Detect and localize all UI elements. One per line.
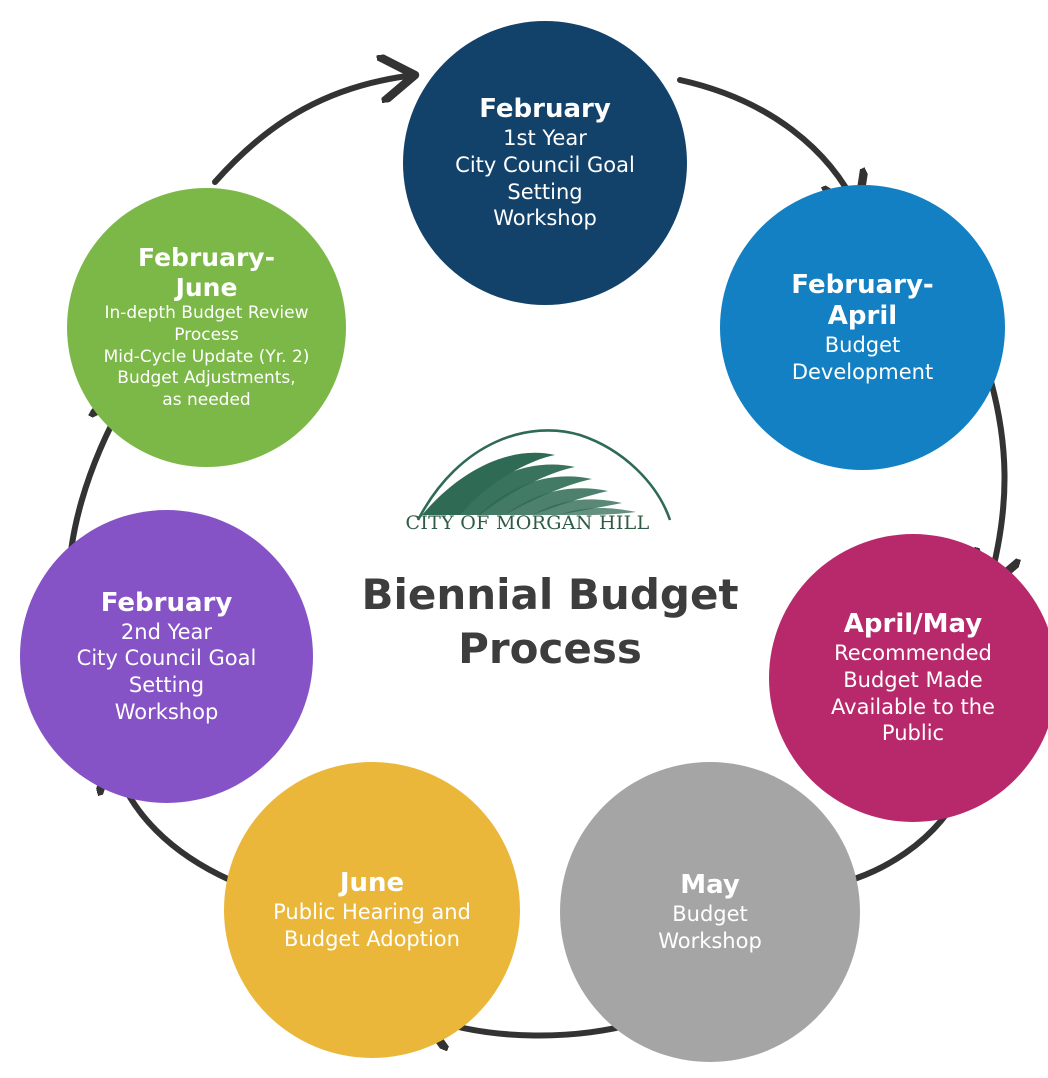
stage-line: Budget Adjustments, bbox=[117, 368, 296, 389]
stage-heading: May bbox=[680, 869, 740, 900]
stage-heading: June bbox=[175, 273, 238, 303]
stage-feb-year2-goal-setting: February 2nd Year City Council Goal Sett… bbox=[20, 510, 313, 803]
diagram-title: Biennial Budget Process bbox=[300, 568, 800, 676]
stage-line: Public Hearing and bbox=[273, 899, 471, 924]
stage-line: Workshop bbox=[114, 699, 219, 724]
stage-heading: February- bbox=[791, 269, 934, 300]
stage-line: Recommended bbox=[834, 641, 992, 666]
stage-line: Setting bbox=[128, 673, 205, 698]
stage-line: Workshop bbox=[658, 928, 762, 953]
stage-line: Budget Adoption bbox=[284, 926, 460, 951]
stage-line: Budget bbox=[672, 901, 748, 926]
arrow-s7-to-s1 bbox=[212, 75, 415, 185]
stage-line: as needed bbox=[162, 390, 251, 411]
stage-feb-year1-goal-setting: February 1st Year City Council Goal Sett… bbox=[403, 21, 687, 305]
stage-budget-workshop: May Budget Workshop bbox=[560, 762, 860, 1062]
organization-name: CITY OF MORGAN HILL bbox=[405, 512, 650, 534]
stage-line: Budget bbox=[824, 333, 901, 358]
stage-line: City Council Goal bbox=[76, 646, 257, 671]
city-logo bbox=[416, 429, 672, 521]
stage-line: Public bbox=[881, 721, 945, 746]
stage-line: In-depth Budget Review bbox=[104, 303, 309, 324]
stage-line: Development bbox=[791, 359, 934, 384]
stage-budget-review: February- June In-depth Budget Review Pr… bbox=[67, 188, 346, 467]
stage-line: Budget Made bbox=[843, 667, 983, 692]
stage-heading: February bbox=[100, 587, 233, 618]
stage-line: City Council Goal bbox=[455, 152, 635, 177]
stage-line: 1st Year bbox=[503, 126, 587, 151]
stage-heading: April bbox=[827, 300, 898, 331]
title-line-1: Biennial Budget bbox=[361, 570, 739, 619]
stage-heading: February bbox=[479, 94, 611, 125]
stage-line: Mid-Cycle Update (Yr. 2) bbox=[103, 346, 310, 367]
stage-line: Process bbox=[174, 324, 239, 345]
title-line-2: Process bbox=[458, 623, 642, 673]
stage-line: Setting bbox=[507, 179, 583, 204]
stage-heading: June bbox=[339, 867, 405, 898]
stage-line: 2nd Year bbox=[120, 619, 213, 644]
stage-budget-development: February- April Budget Development bbox=[720, 185, 1005, 470]
stage-line: Available to the bbox=[831, 694, 995, 719]
stage-heading: April/May bbox=[843, 609, 983, 640]
stage-budget-adoption: June Public Hearing and Budget Adoption bbox=[224, 762, 520, 1058]
stage-heading: February- bbox=[138, 243, 275, 273]
stage-line: Workshop bbox=[493, 206, 597, 231]
stage-recommended-budget: April/May Recommended Budget Made Availa… bbox=[769, 534, 1048, 822]
